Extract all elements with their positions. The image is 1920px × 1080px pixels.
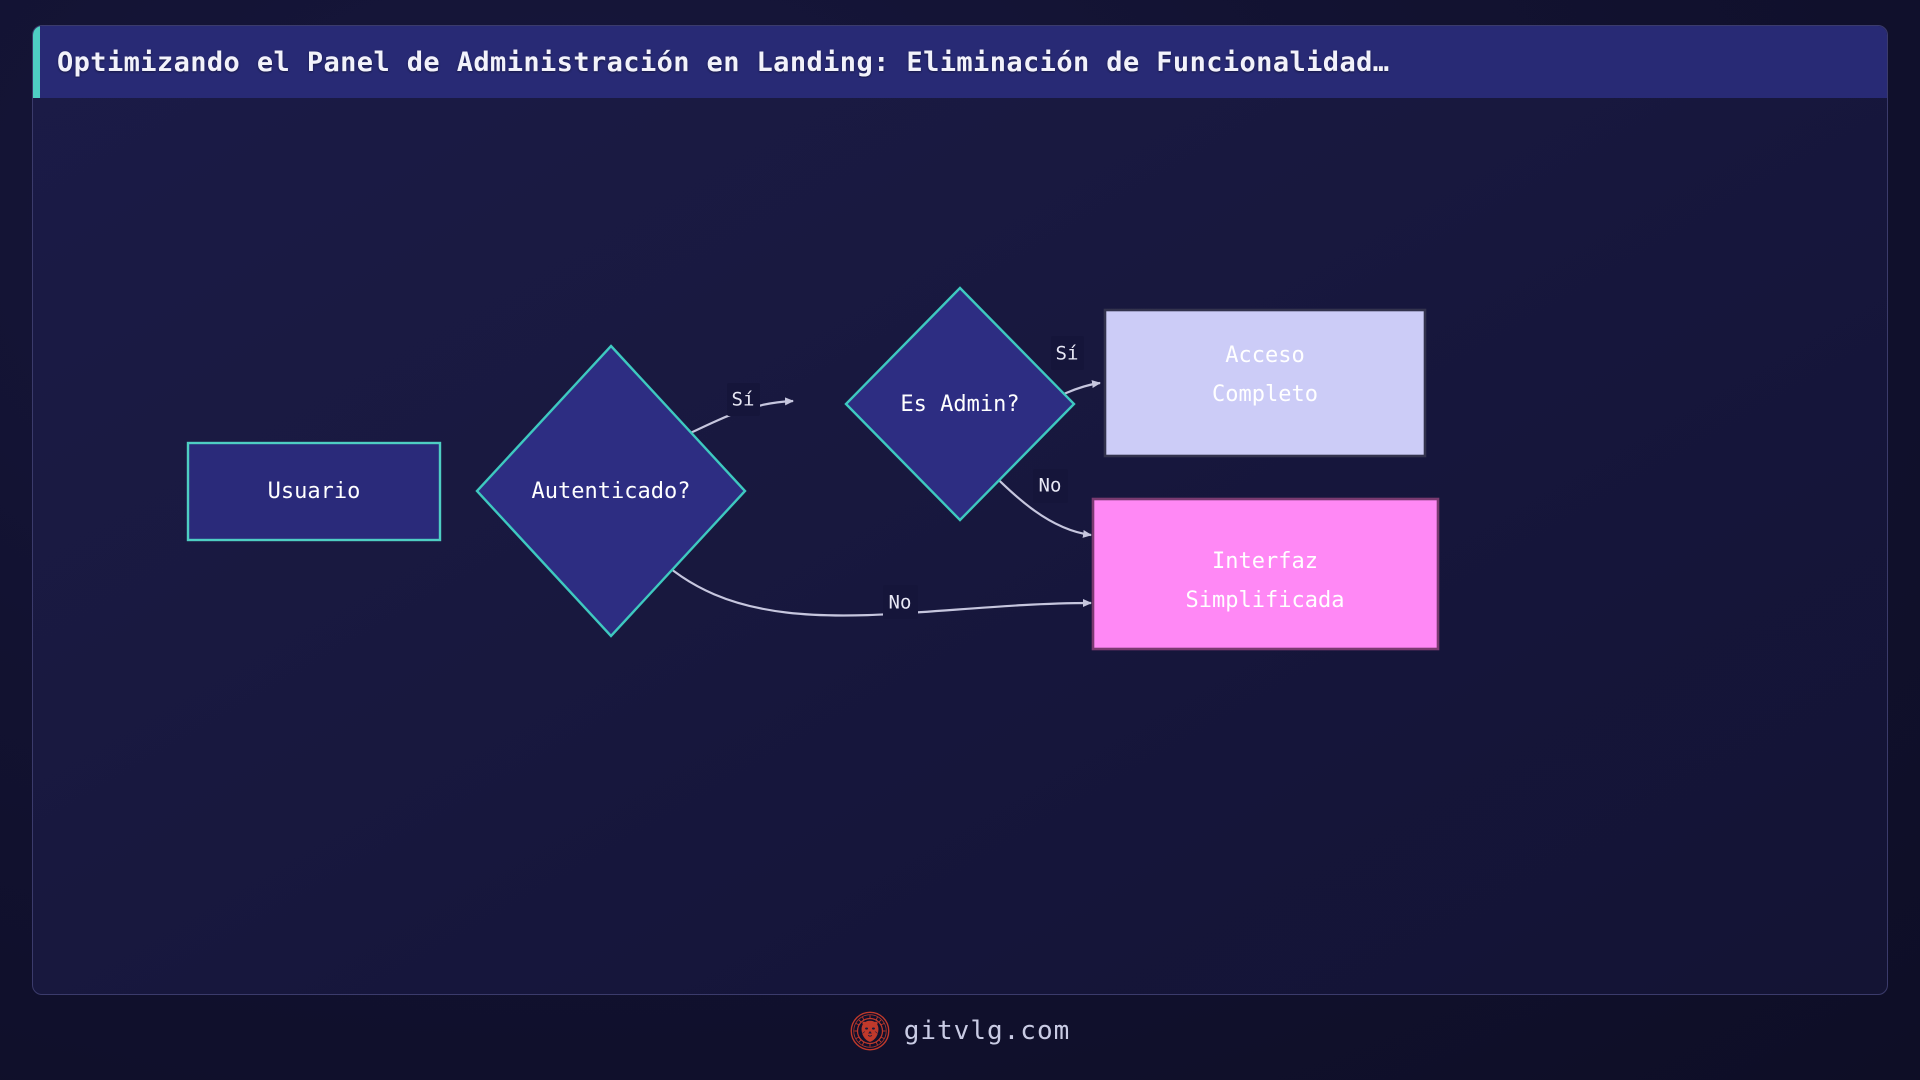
node-acceso-completo-shape[interactable] [1103, 308, 1427, 458]
node-interfaz-simplificada-shape[interactable] [1091, 497, 1440, 651]
edge-label-si-2: Sí [1056, 343, 1079, 365]
title-bar: Optimizando el Panel de Administración e… [33, 26, 1887, 98]
node-autenticado-shape[interactable] [475, 344, 747, 638]
footer: gitvlg.com [0, 1000, 1920, 1062]
node-autenticado[interactable]: Autenticado? [475, 344, 747, 638]
edge-label-bg [1033, 469, 1068, 503]
node-autenticado-label: Autenticado? [532, 479, 691, 504]
node-usuario-shape[interactable] [186, 441, 442, 542]
node-usuario-label: Usuario [268, 479, 361, 504]
node-interfaz-simplificada[interactable]: Interfaz Simplificada [1091, 497, 1440, 651]
edge-esadmin-interfaz: No [969, 449, 1092, 538]
node-usuario[interactable]: Usuario [186, 441, 442, 542]
node-es-admin[interactable]: Es Admin? [844, 286, 1076, 522]
node-acceso-completo-label-line1: Acceso [1225, 343, 1304, 368]
edge-label-no-1: No [889, 592, 912, 614]
page-title: Optimizando el Panel de Administración e… [57, 46, 1390, 78]
edge-label-si-1: Sí [732, 389, 755, 411]
edge-label-no-2: No [1039, 475, 1062, 497]
node-acceso-completo[interactable]: Acceso Completo [1103, 308, 1427, 458]
edge-label-bg [727, 383, 760, 416]
node-interfaz-simplificada-label-line2: Simplificada [1186, 588, 1345, 613]
edge-label-bg [883, 585, 918, 619]
lion-emblem-icon [850, 1011, 890, 1051]
node-es-admin-label: Es Admin? [900, 392, 1019, 417]
diagram-canvas-panel: Optimizando el Panel de Administración e… [32, 25, 1888, 995]
node-interfaz-simplificada-label-line1: Interfaz [1212, 549, 1318, 574]
edge-autenticado-interfaz: No [652, 552, 1092, 619]
edge-label-bg [1051, 336, 1084, 370]
title-accent-bar [33, 26, 40, 98]
footer-site-label: gitvlg.com [903, 1016, 1071, 1046]
node-acceso-completo-label-line2: Completo [1212, 382, 1318, 407]
node-es-admin-shape[interactable] [844, 286, 1076, 522]
flowchart-diagram: Sí No Sí No [33, 98, 1887, 994]
